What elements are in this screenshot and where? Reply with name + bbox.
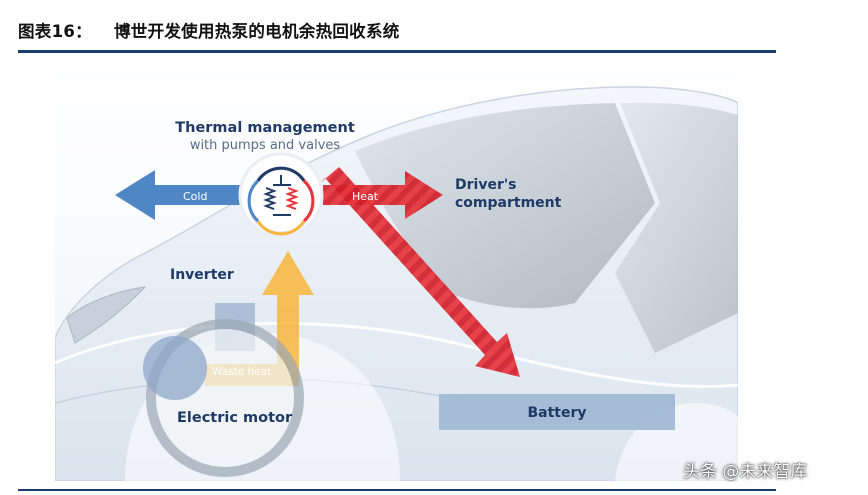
diagram-figure: Thermal management with pumps and valves… <box>55 63 738 481</box>
electric-motor-illustration <box>143 319 304 477</box>
drivers-compartment-line2: compartment <box>455 195 562 211</box>
thermal-management-hub <box>238 152 324 238</box>
heat-label: Heat <box>352 190 379 203</box>
cold-arrow <box>115 170 245 220</box>
thermal-management-title: Thermal management <box>175 120 355 136</box>
battery-label: Battery <box>527 405 586 421</box>
caption-rule <box>18 50 776 53</box>
caption-title: 博世开发使用热泵的电机余热回收系统 <box>113 22 400 41</box>
waste-heat-label: Waste heat <box>212 366 271 378</box>
thermal-management-subtitle: with pumps and valves <box>190 138 341 153</box>
cold-label: Cold <box>183 190 207 203</box>
heat-to-battery-arrow <box>319 167 520 377</box>
caption-number: 图表16： <box>18 22 92 41</box>
battery-block <box>439 394 675 430</box>
heat-to-cabin-arrow <box>323 171 443 219</box>
figure-caption: 图表16： 博世开发使用热泵的电机余热回收系统 <box>18 18 400 42</box>
watermark: 头条 @未来智库 <box>683 462 808 482</box>
footer-rule <box>18 489 776 491</box>
drivers-compartment-line1: Driver's <box>455 177 516 193</box>
inverter-label: Inverter <box>170 267 234 283</box>
electric-motor-label: Electric motor <box>177 410 293 426</box>
